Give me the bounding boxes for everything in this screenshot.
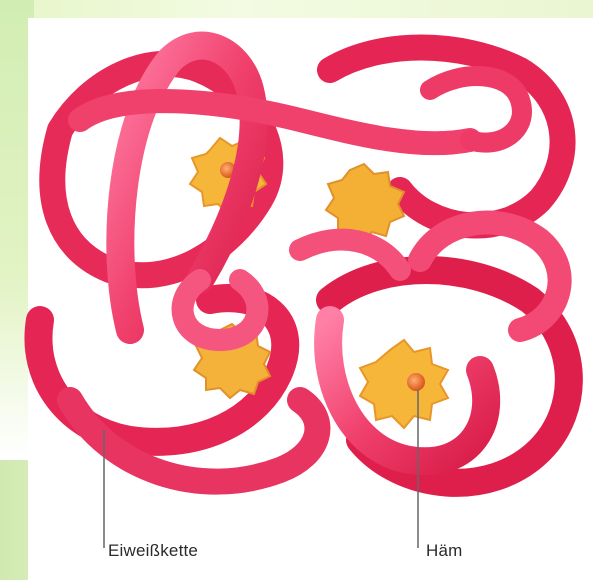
protein-chain-label: Eiweißkette — [108, 541, 198, 561]
heme-label: Häm — [426, 541, 463, 561]
heme-group-bottom-right — [360, 340, 448, 428]
